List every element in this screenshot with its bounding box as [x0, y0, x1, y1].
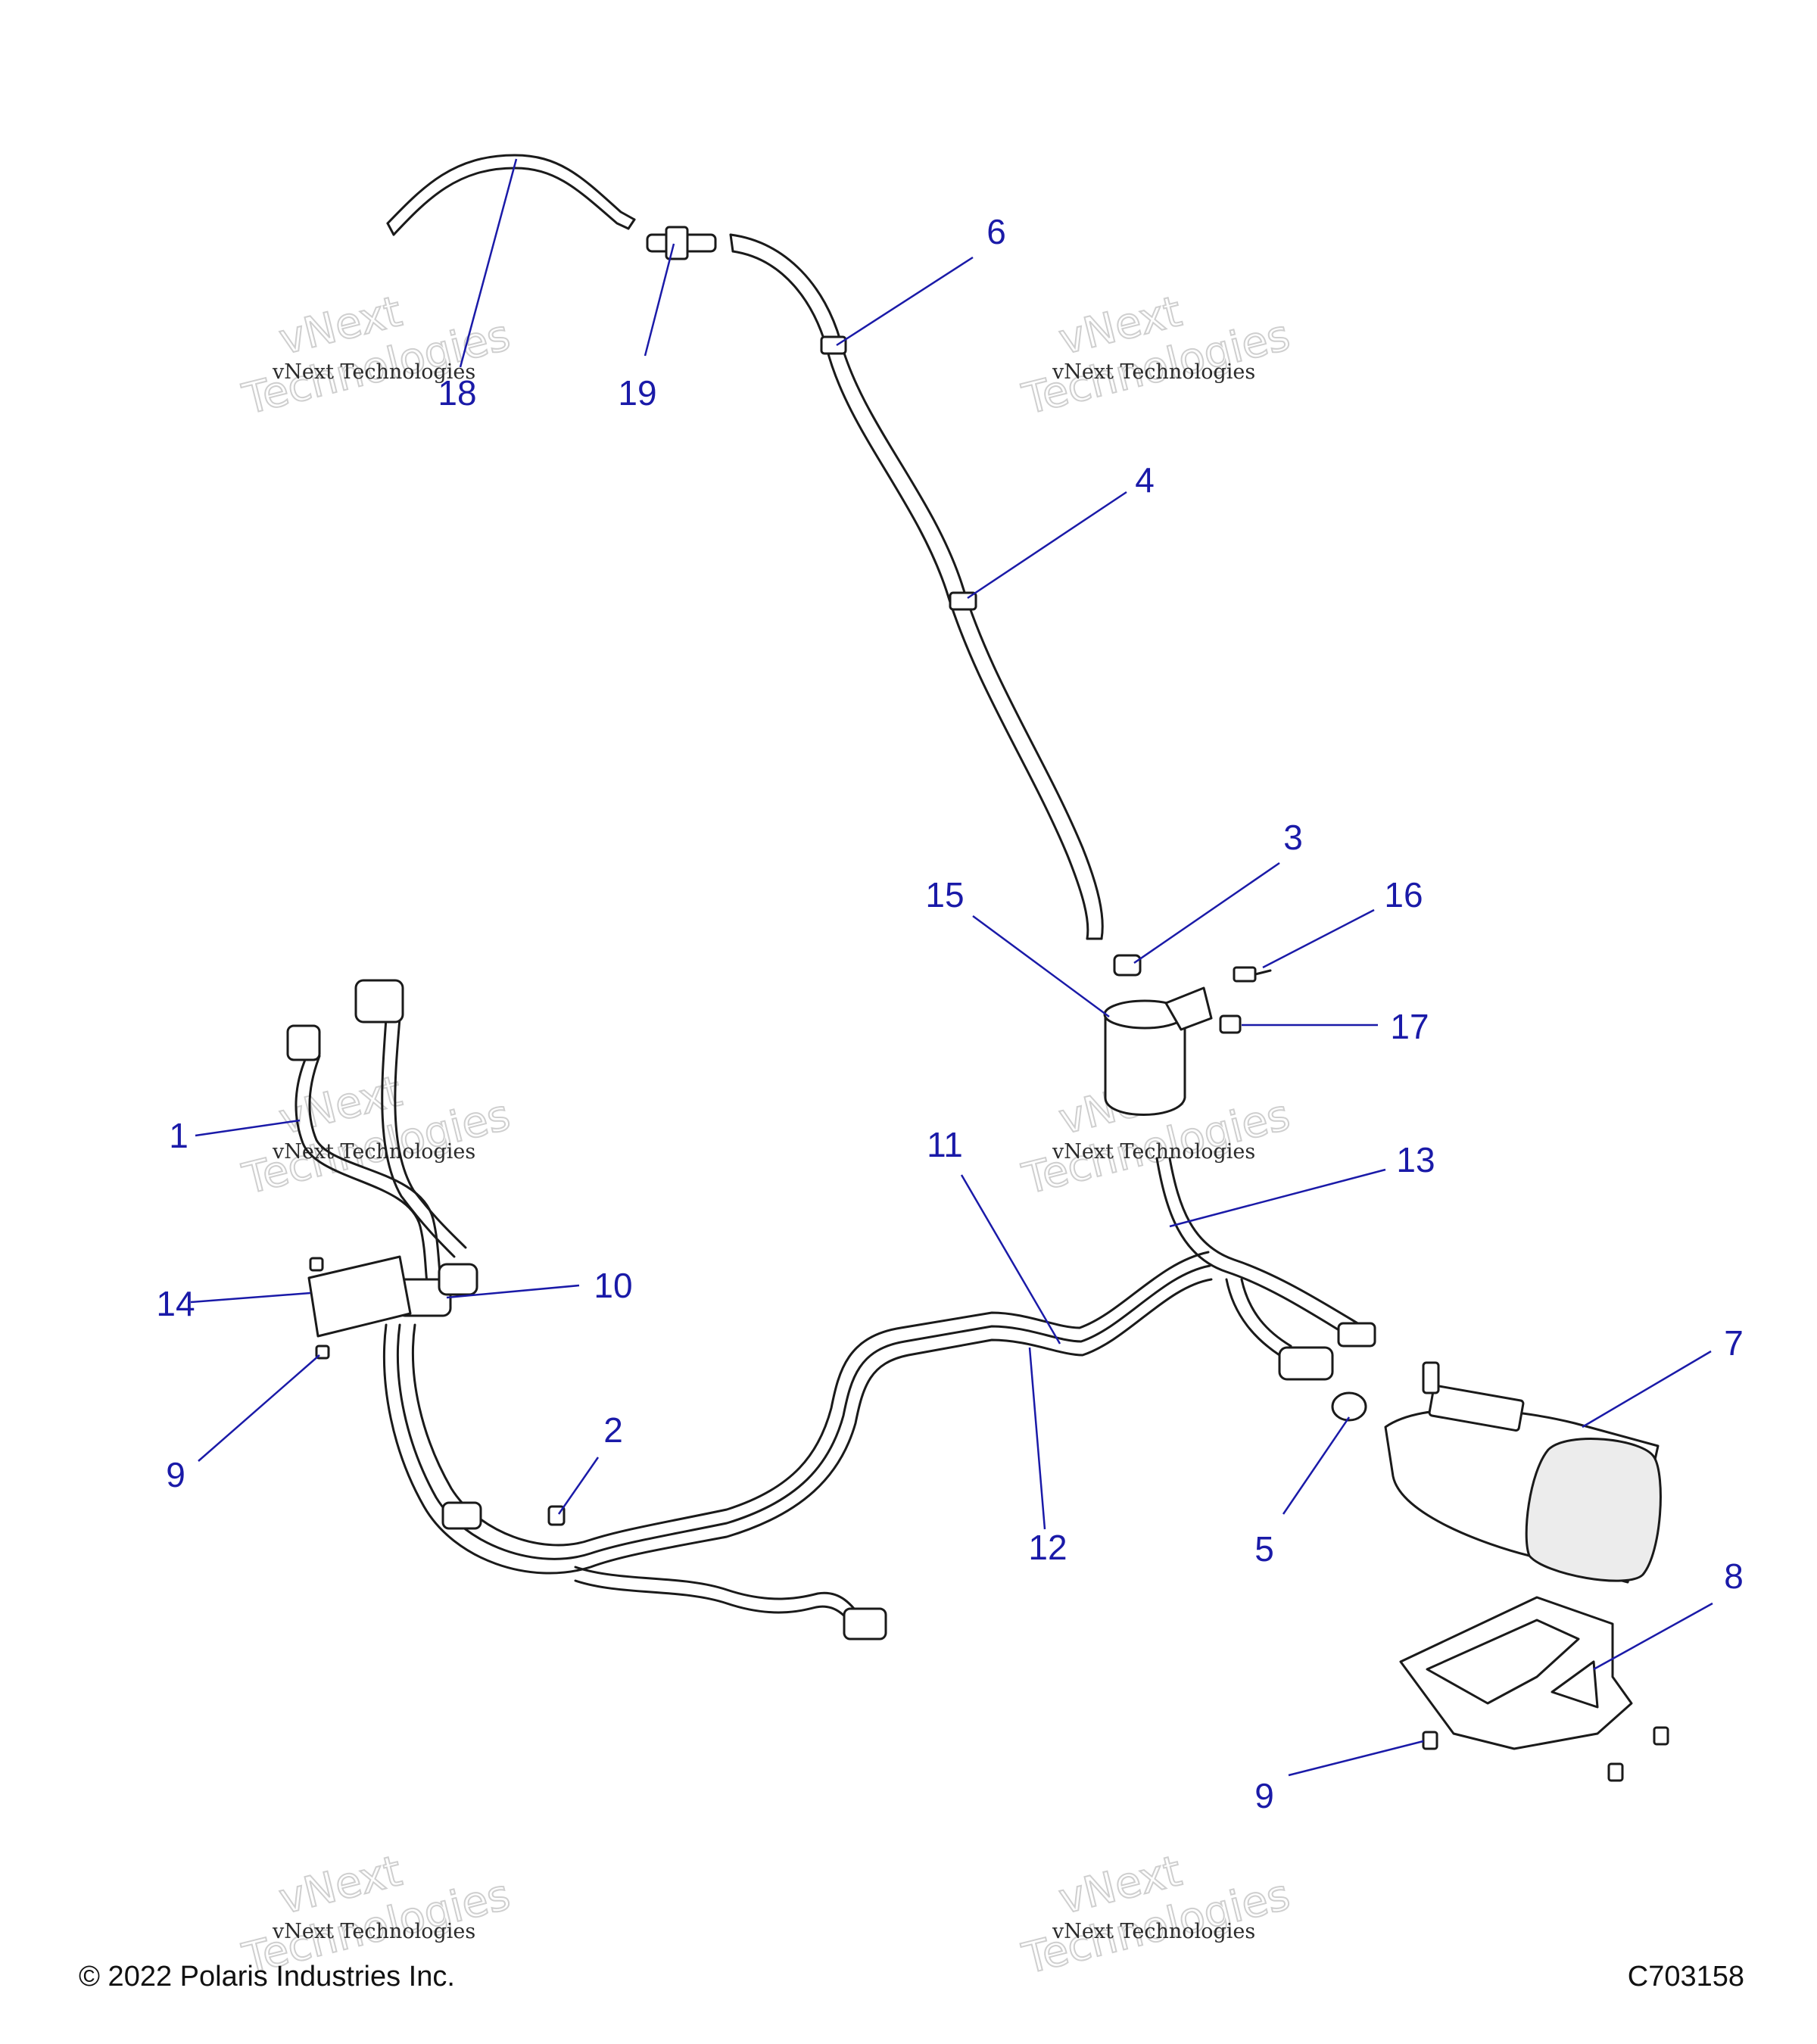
callout-13: 13	[1396, 1140, 1435, 1179]
leader-19	[644, 243, 675, 357]
leader-lines	[190, 158, 1713, 1777]
watermark: vNext Technologies vNext Technologies	[1017, 286, 1295, 425]
part-1-fuel-lines	[286, 979, 467, 1304]
callout-19: 19	[618, 373, 656, 413]
leader-2	[557, 1457, 600, 1515]
svg-text:vNext Technologies: vNext Technologies	[1052, 1920, 1255, 1943]
leader-5	[1282, 1416, 1351, 1515]
callout-3: 3	[1283, 818, 1303, 857]
callout-7: 7	[1724, 1323, 1744, 1363]
part-3-cap	[1113, 954, 1142, 977]
watermark: vNext Technologies vNext Technologies	[237, 286, 516, 425]
parts	[286, 154, 1669, 1782]
leader-1	[195, 1119, 301, 1137]
part-11-12-main-lines	[382, 1251, 1213, 1640]
leader-10	[446, 1284, 580, 1299]
part-9-screws-lower	[1422, 1726, 1669, 1782]
callout-4: 4	[1135, 460, 1155, 500]
part-7-evap-canister	[1384, 1361, 1662, 1584]
callout-18: 18	[438, 373, 476, 413]
part-10-valve	[396, 1263, 478, 1317]
callout-5: 5	[1254, 1529, 1274, 1569]
part-13-hose	[1155, 1157, 1376, 1381]
callout-10: 10	[594, 1266, 632, 1305]
watermark: vNext Technologies vNext Technologies	[1017, 1846, 1295, 1985]
callout-17: 17	[1390, 1007, 1429, 1046]
callout-15: 15	[925, 875, 964, 915]
part-14-plate	[307, 1255, 412, 1360]
leader-16	[1262, 908, 1375, 969]
leader-15	[972, 915, 1110, 1018]
leader-12	[1028, 1347, 1046, 1530]
part-long-vent-hose	[729, 233, 1104, 940]
leader-14	[190, 1292, 311, 1304]
callout-14: 14	[156, 1284, 195, 1323]
part-19-fitting	[646, 226, 717, 260]
callout-6: 6	[986, 212, 1006, 251]
leader-13	[1169, 1168, 1386, 1228]
svg-text:vNext Technologies: vNext Technologies	[272, 1140, 475, 1164]
part-17-clip	[1219, 1014, 1242, 1034]
part-6-clamp	[820, 335, 847, 355]
part-18-vent-hose	[386, 154, 636, 236]
callout-12: 12	[1028, 1528, 1067, 1567]
leader-4	[967, 491, 1127, 600]
copyright-notice: © 2022 Polaris Industries Inc.	[79, 1961, 455, 1993]
drawing-id: C703158	[1627, 1961, 1744, 1993]
leader-6	[836, 256, 974, 347]
callout-11: 11	[927, 1125, 963, 1164]
leader-3	[1133, 862, 1280, 964]
svg-text:vNext Technologies: vNext Technologies	[272, 360, 475, 384]
leader-8	[1593, 1602, 1713, 1671]
svg-text:vNext Technologies: vNext Technologies	[1052, 1140, 1255, 1164]
callout-16: 16	[1384, 875, 1423, 915]
watermarks: vNext Technologies vNext Technologies vN…	[237, 286, 1295, 1985]
callouts: 18 19 6 4 3 15 16 17 13 1 11 12 10 14 9 …	[156, 212, 1743, 1815]
part-16-screw	[1233, 966, 1272, 983]
part-5-clamp	[1331, 1391, 1367, 1422]
leader-11	[960, 1174, 1061, 1344]
part-15-canister	[1103, 986, 1213, 1116]
callout-9-left: 9	[166, 1455, 185, 1494]
callout-8: 8	[1724, 1556, 1744, 1596]
svg-text:vNext Technologies: vNext Technologies	[272, 1920, 475, 1943]
callout-9-right: 9	[1254, 1776, 1274, 1815]
callout-2: 2	[603, 1410, 623, 1450]
callout-1: 1	[169, 1116, 189, 1155]
svg-text:vNext Technologies: vNext Technologies	[1052, 360, 1255, 384]
watermark: vNext Technologies vNext Technologies	[237, 1066, 516, 1205]
leader-18	[459, 158, 518, 368]
part-8-bracket	[1399, 1596, 1633, 1750]
leader-9-right	[1288, 1740, 1424, 1777]
leader-7	[1582, 1350, 1712, 1429]
leader-9-left	[198, 1354, 320, 1462]
